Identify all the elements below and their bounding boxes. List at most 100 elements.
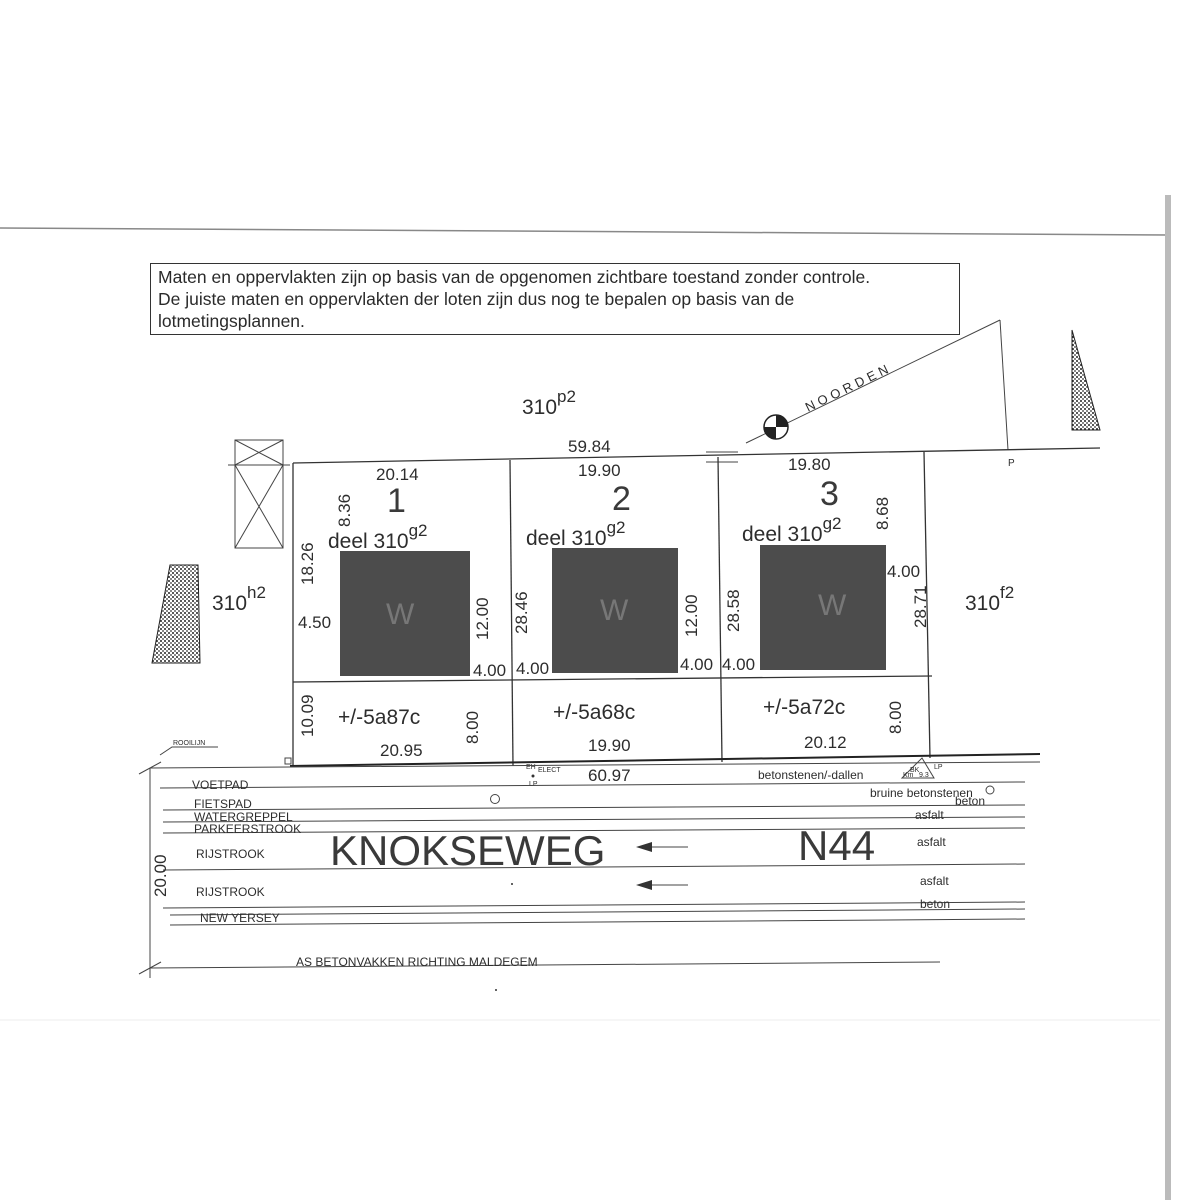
lot-2-left-depth: 28.46 [512, 591, 531, 634]
lot-3-back-width: 19.80 [788, 455, 831, 474]
total-front-width: 60.97 [588, 766, 631, 785]
speck-2 [495, 989, 497, 991]
material-beton-1: beton [955, 794, 985, 808]
disclaimer-note: Maten en oppervlakten zijn op basis van … [150, 263, 960, 335]
material-bruine-betonstenen: bruine betonstenen [870, 786, 973, 800]
lot-3-front-setback: 8.00 [886, 701, 905, 734]
parcel-label-right: 310f2 [965, 583, 1014, 615]
lot-1: 20.14 1 8.36 deel 310g2 18.26 4.50 12.00… [298, 465, 506, 760]
diagonal-boundary [999, 319, 1009, 451]
axis-note: AS BETONVAKKEN RICHTING MALDEGEM [296, 955, 538, 969]
lot-1-back-width: 20.14 [376, 465, 419, 484]
neighbour-building-left [151, 564, 201, 664]
lot-3-right-depth: 28.71 [911, 585, 930, 628]
rooilijn-marker [159, 746, 218, 756]
lot-3-deel: deel 310g2 [742, 514, 842, 546]
point-p: P [1008, 458, 1015, 469]
road-marker-circle-right-icon [985, 785, 995, 795]
left-structure [228, 439, 290, 549]
km-marker-icon [900, 757, 935, 779]
utility-bk: BK [910, 767, 920, 774]
disclaimer-line-1: Maten en oppervlakten zijn op basis van … [158, 267, 871, 287]
lot-3-side-left: 4.00 [722, 655, 755, 674]
scan-top-edge [0, 227, 1171, 236]
north-label: NOORDEN [803, 360, 894, 415]
lot-1-building-depth: 12.00 [473, 597, 492, 640]
lot-3-area: +/-5a72c [763, 696, 845, 719]
lot-1-front-width: 20.95 [380, 741, 423, 760]
utilities: EH ELECT LP BK Km 9.3 LP [526, 757, 943, 788]
boundary-marker [284, 757, 292, 765]
material-asfalt-1: asfalt [915, 808, 944, 822]
lot-3-number: 3 [820, 475, 839, 513]
building-lot-2 [552, 548, 678, 673]
back-boundary [292, 447, 1101, 464]
lot-3: 19.80 3 8.68 deel 310g2 4.00 28.58 28.71… [722, 455, 930, 752]
utility-eh: EH [526, 764, 536, 771]
road-marker-circle-icon [490, 794, 500, 804]
lot-2-side-left: 4.00 [516, 659, 549, 678]
building-label-3: W [818, 589, 847, 622]
lot-2-area: +/-5a68c [553, 701, 635, 724]
compass: NOORDEN [745, 319, 1001, 444]
lot-1-side-right: 4.00 [473, 661, 506, 680]
lot-2-number: 2 [612, 480, 631, 518]
lane-rijstrook-1: RIJSTROOK [196, 847, 265, 861]
lot-2-building-depth: 12.00 [682, 594, 701, 637]
lane-rijstrook-2: RIJSTROOK [196, 885, 265, 899]
rooilijn-label: ROOILIJN [173, 740, 205, 747]
utility-km-value: 9.3 [919, 772, 929, 779]
north-arrow-line [745, 319, 1001, 444]
building-lot-3 [760, 545, 886, 670]
lot-3-side-right: 4.00 [887, 562, 920, 581]
building-label-2: W [600, 594, 629, 627]
lot-2-side-right: 4.00 [680, 655, 713, 674]
material-betonstenen: betonstenen/-dallen [758, 768, 863, 782]
speck [511, 883, 513, 885]
total-back-width: 59.84 [568, 437, 611, 456]
lane-new-yersey: NEW YERSEY [200, 911, 280, 925]
compass-quadrant-sw [764, 427, 776, 439]
lot-1-left-depth: 18.26 [298, 542, 317, 585]
direction-arrow-2-icon [636, 880, 688, 890]
material-beton-2: beton [920, 897, 950, 911]
lot-1-side-left: 4.50 [298, 613, 331, 632]
lot-3-left-depth: 28.58 [724, 589, 743, 632]
lot-boundaries [289, 451, 1041, 767]
building-lot-1 [340, 551, 470, 676]
lane-voetpad: VOETPAD [192, 778, 249, 792]
lot-3-back-setback: 8.68 [873, 497, 892, 530]
lot-1-back-setback: 8.36 [335, 494, 354, 527]
building-label-1: W [386, 598, 415, 631]
lot-2-deel: deel 310g2 [526, 518, 626, 550]
utility-elect: ELECT [538, 767, 561, 774]
lot-2-back-width: 19.90 [578, 461, 621, 480]
material-asfalt-2: asfalt [917, 835, 946, 849]
road-name: KNOKSEWEG [330, 827, 605, 874]
material-asfalt-3: asfalt [920, 874, 949, 888]
parcel-label-top: 310p2 [522, 387, 576, 419]
lot-1-left-lower: 10.09 [298, 694, 317, 737]
utility-km: Km [903, 772, 914, 779]
road-width: 20.00 [151, 854, 170, 897]
parcel-label-left: 310h2 [212, 583, 266, 615]
utility-lp-2: LP [934, 764, 943, 771]
lot-3-front-width: 20.12 [804, 733, 847, 752]
lane-watergreppel: WATERGREPPEL [194, 810, 293, 824]
lane-parkeerstrook: PARKEERSTROOK [194, 822, 301, 836]
lot-2-front-width: 19.90 [588, 736, 631, 755]
disclaimer-line-2: De juiste maten en oppervlakten der lote… [158, 289, 795, 309]
lot-1-number: 1 [387, 482, 406, 520]
utility-lp: LP [529, 781, 538, 788]
compass-quadrant-ne [776, 415, 788, 427]
road-lines [138, 761, 1041, 978]
neighbour-building-right [1071, 329, 1101, 431]
utility-point-icon [531, 774, 535, 778]
lot-1-deel: deel 310g2 [328, 521, 428, 553]
lane-fietspad: FIETSPAD [194, 797, 252, 811]
disclaimer-line-3: lotmetingsplannen. [158, 311, 305, 331]
lot-2: 19.90 2 deel 310g2 28.46 12.00 4.00 4.00… [512, 461, 713, 755]
lot-1-area: +/-5a87c [338, 706, 420, 729]
road-number: N44 [798, 822, 875, 869]
